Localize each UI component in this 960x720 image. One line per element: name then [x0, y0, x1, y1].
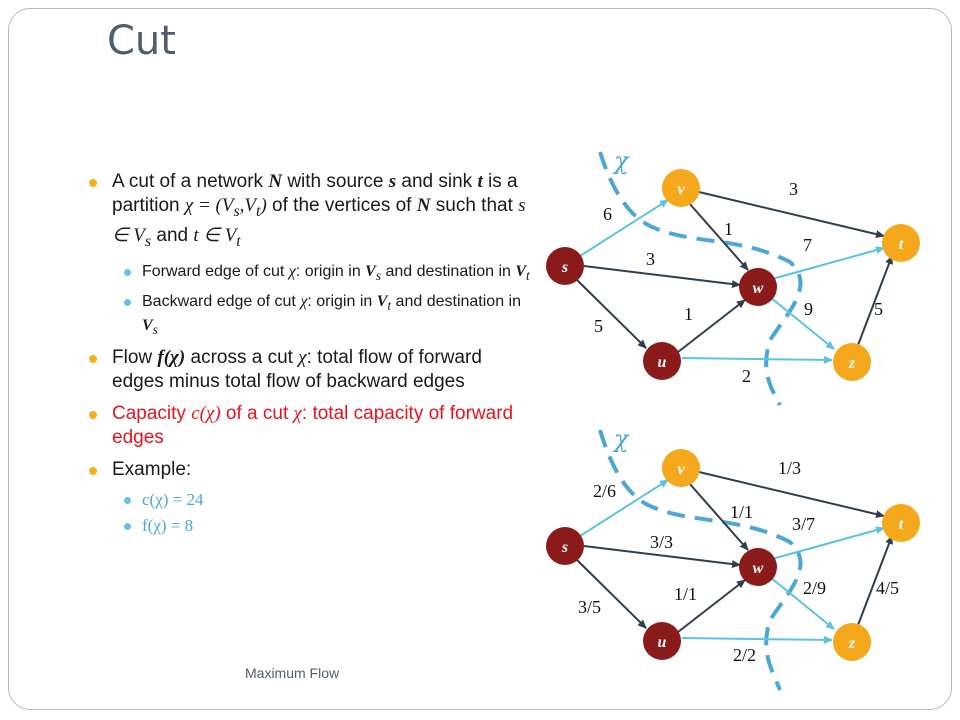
- network-top: χ 6 3 1 3 7 5 1 9 5 2 s v w u t z: [546, 147, 920, 406]
- node-u: u: [643, 622, 681, 660]
- svg-text:u: u: [658, 634, 667, 651]
- svg-text:s: s: [561, 259, 568, 276]
- edge-label-u-w: 1: [684, 304, 693, 324]
- node-t: t: [882, 504, 920, 542]
- edge-w-z: [769, 576, 835, 630]
- chi-label-top: χ: [612, 147, 630, 175]
- edge-u-w: [677, 579, 746, 633]
- node-z: z: [833, 343, 871, 381]
- svg-text:t: t: [899, 516, 904, 533]
- edge-label-v-t: 1/3: [778, 458, 801, 478]
- edge-s-w: [583, 545, 741, 569]
- edge-u-z: [681, 635, 833, 644]
- edge-z-t: [857, 255, 893, 346]
- node-z: z: [833, 623, 871, 661]
- edge-label-w-t: 7: [803, 235, 812, 255]
- edge-u-w: [677, 299, 746, 353]
- edge-label-s-u: 3/5: [578, 597, 601, 617]
- bullet-list: A cut of a network N with source s and s…: [88, 170, 538, 542]
- edge-label-u-w: 1/1: [674, 584, 697, 604]
- edge-label-v-w: 1: [724, 219, 733, 239]
- node-w: w: [739, 548, 777, 586]
- edge-label-z-t: 5: [874, 299, 883, 319]
- sub-bullet-forward-edge: Forward edge of cut χ: origin in Vs and …: [122, 262, 538, 286]
- svg-text:v: v: [677, 461, 685, 478]
- edge-label-u-z: 2/2: [733, 645, 756, 665]
- svg-text:w: w: [753, 280, 764, 297]
- edge-v-w: [688, 202, 749, 271]
- slide-title: Cut: [107, 18, 176, 64]
- edge-w-t: [771, 246, 885, 280]
- svg-text:w: w: [753, 560, 764, 577]
- slide-footer: Maximum Flow: [245, 665, 340, 681]
- edge-v-w: [688, 482, 749, 551]
- bullet-flow-across-cut: Flow f(χ) across a cut χ: total flow of …: [88, 346, 538, 394]
- svg-text:u: u: [658, 354, 667, 371]
- edge-label-v-w: 1/1: [730, 502, 753, 522]
- edge-v-t: [698, 191, 885, 239]
- edge-s-u: [574, 277, 647, 349]
- node-v: v: [662, 449, 700, 487]
- node-s: s: [546, 247, 584, 285]
- svg-text:z: z: [848, 355, 856, 372]
- edge-label-s-v: 2/6: [593, 481, 616, 501]
- sub-bullet-example-flow: f(χ) = 8: [122, 516, 538, 536]
- svg-text:t: t: [899, 236, 904, 253]
- bullet-cut-definition: A cut of a network N with source s and s…: [88, 170, 538, 254]
- edge-w-t: [771, 526, 885, 560]
- node-u: u: [643, 342, 681, 380]
- node-w: w: [739, 268, 777, 306]
- cut-line-bottom: [598, 429, 803, 691]
- svg-text:z: z: [848, 635, 856, 652]
- edge-label-w-z: 9: [804, 299, 813, 319]
- edge-s-v: [579, 199, 669, 257]
- edge-label-u-z: 2: [742, 366, 751, 386]
- edge-label-v-t: 3: [789, 179, 798, 199]
- edge-label-s-v: 6: [603, 204, 612, 224]
- node-v: v: [662, 169, 700, 207]
- edge-s-w: [583, 265, 741, 289]
- edge-label-s-w: 3: [646, 249, 655, 269]
- edge-s-u: [574, 557, 647, 629]
- node-s: s: [546, 527, 584, 565]
- edge-label-s-u: 5: [594, 316, 603, 336]
- edge-label-w-z: 2/9: [803, 578, 826, 598]
- edge-s-v: [579, 479, 669, 537]
- edge-label-w-t: 3/7: [792, 514, 815, 534]
- edge-label-s-w: 3/3: [650, 532, 673, 552]
- svg-text:s: s: [561, 539, 568, 556]
- edge-v-t: [698, 471, 885, 519]
- svg-text:v: v: [677, 181, 685, 198]
- bullet-example: Example:: [88, 458, 538, 482]
- cut-line-top: [598, 151, 803, 406]
- edge-z-t: [857, 535, 893, 626]
- sub-bullet-backward-edge: Backward edge of cut χ: origin in Vt and…: [122, 292, 538, 340]
- node-t: t: [882, 224, 920, 262]
- chi-label-bottom: χ: [612, 425, 630, 453]
- bullet-capacity-of-cut: Capacity c(χ) of a cut χ: total capacity…: [88, 402, 538, 450]
- network-bottom: χ 2/6 1/3 1/1 3/3 3/7 3/5 1/1 2/9 4/5 2/…: [546, 425, 920, 691]
- edge-w-z: [769, 296, 835, 350]
- edge-u-z: [681, 355, 833, 364]
- edge-label-z-t: 4/5: [876, 578, 899, 598]
- sub-bullet-example-capacity: c(χ) = 24: [122, 490, 538, 510]
